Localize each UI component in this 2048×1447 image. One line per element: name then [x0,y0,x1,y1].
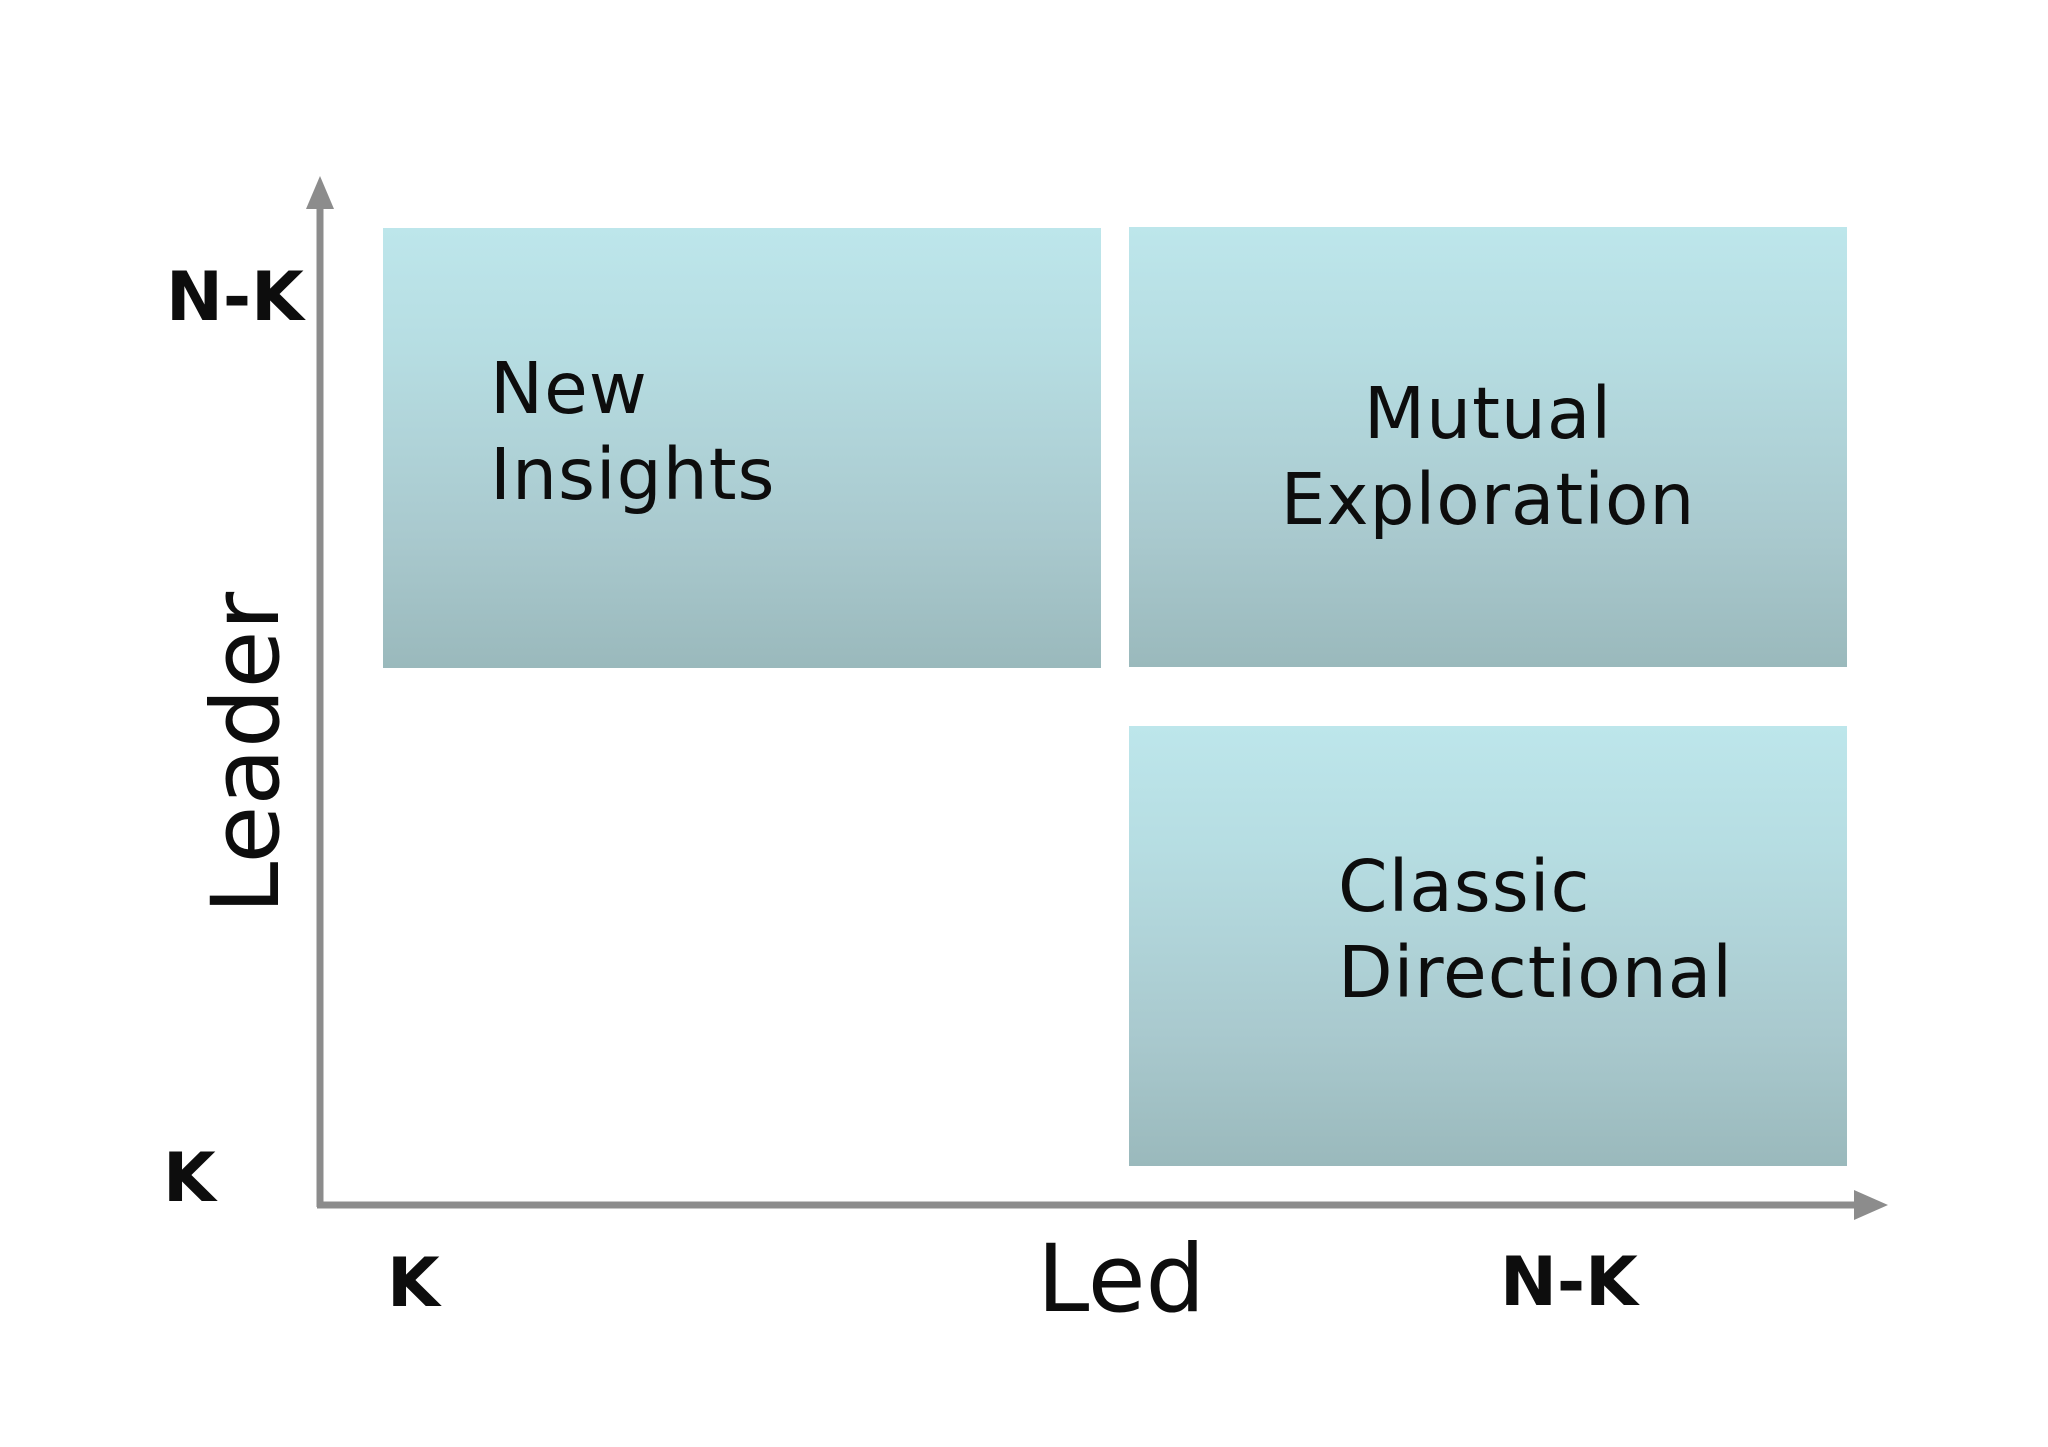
quadrant-label: Classic Directional [1338,844,1733,1016]
x-axis-arrow [1854,1190,1888,1220]
quadrant-label-line2: Directional [1338,931,1733,1014]
quadrant-label-line1: New [490,347,648,430]
quadrant-new-insights: New Insights [383,228,1101,668]
quadrant-label-line2: Insights [490,433,776,516]
x-axis-title: Led [1037,1225,1206,1334]
x-axis-tick-low: K [387,1244,440,1323]
y-axis-arrow [306,176,334,209]
quadrant-label-line1: Mutual [1363,372,1613,455]
y-axis-title: Leader [192,591,301,915]
y-axis-tick-low: K [163,1139,216,1218]
quadrant-label: Mutual Exploration [1129,371,1847,543]
quadrant-label: New Insights [490,346,776,518]
quadrant-mutual-exploration: Mutual Exploration [1129,227,1847,667]
y-axis-tick-high: N-K [166,258,304,337]
x-axis-tick-high: N-K [1500,1243,1638,1322]
quadrant-classic-directional: Classic Directional [1129,726,1847,1166]
quadrant-label-line1: Classic [1338,845,1591,928]
quadrant-label-line2: Exploration [1280,458,1696,541]
